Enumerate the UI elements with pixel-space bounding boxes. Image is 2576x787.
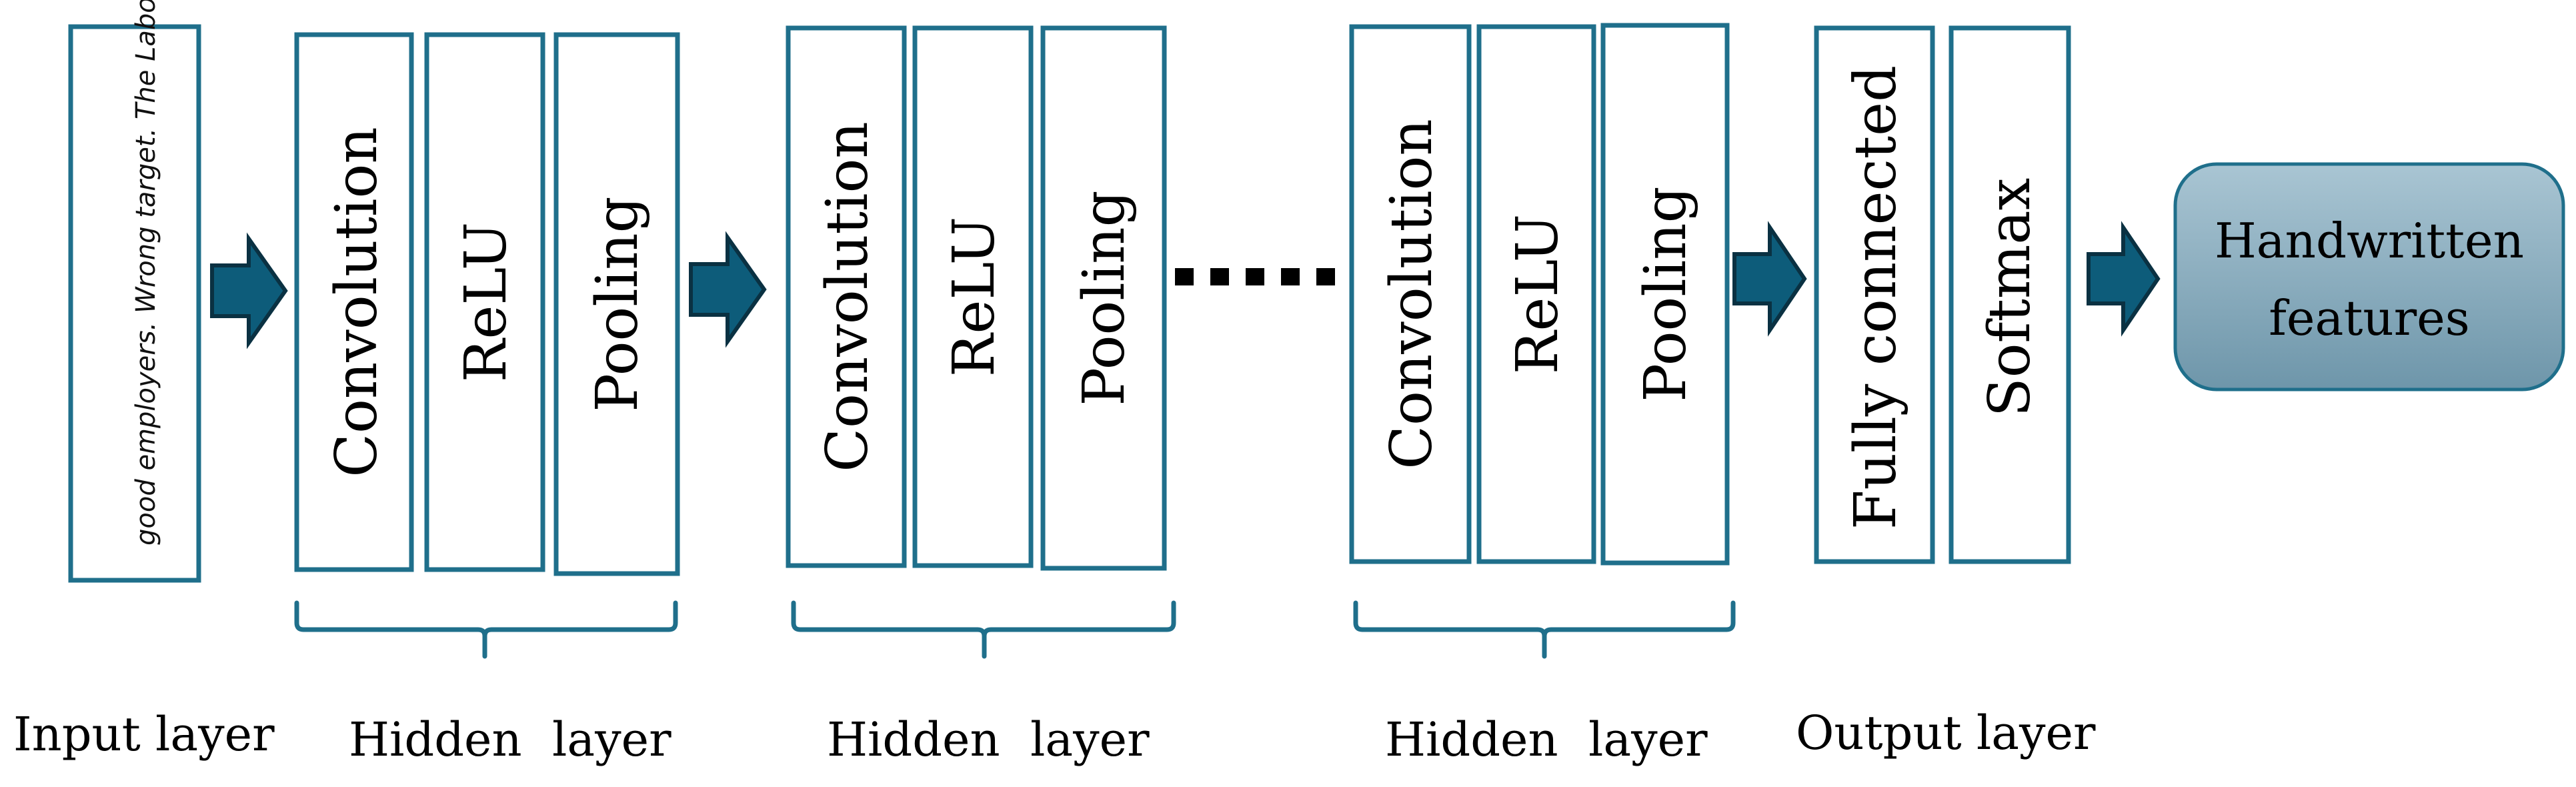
fully-connected-box	[1814, 25, 1935, 564]
convolution-box	[294, 32, 414, 572]
handwriting-sample: good employers. Wrong target. The Labou	[131, 0, 161, 546]
softmax-label: Softmax	[1977, 178, 2043, 417]
ellipsis-connector	[1175, 268, 1370, 285]
arrow-right-icon	[2087, 221, 2161, 337]
relu-box	[1476, 24, 1596, 564]
hidden-layer-brace	[294, 600, 678, 659]
hidden-layer-caption-word1: Hidden	[827, 712, 1000, 767]
hidden-layer-caption-word1: Hidden	[349, 712, 522, 767]
arrow-right-icon	[689, 231, 767, 348]
handwritten-features-output: Handwritten features	[2173, 162, 2565, 391]
softmax-box	[1949, 25, 2071, 564]
convolution-box	[786, 25, 907, 568]
relu-box	[912, 25, 1034, 568]
hidden-block-1: Convolution ReLU Pooling	[294, 32, 680, 576]
pooling-box	[1040, 25, 1167, 571]
connector-dot	[1246, 268, 1264, 285]
connector-dot	[1316, 268, 1335, 285]
hidden-layer-brace	[791, 600, 1176, 659]
connector-dot	[1281, 268, 1300, 285]
handwritten-features-box	[2173, 162, 2565, 391]
pooling-label: Pooling	[1071, 190, 1138, 406]
handwritten-features-line2: features	[2269, 290, 2469, 346]
relu-label: ReLU	[941, 217, 1008, 377]
pooling-box	[553, 32, 680, 576]
input-layer-caption: Input layer	[13, 707, 275, 762]
convolution-label: Convolution	[1378, 119, 1445, 469]
input-layer: good employers. Wrong target. The Labou	[68, 0, 201, 583]
hidden-block-3: Convolution ReLU Pooling	[1349, 23, 1730, 566]
input-image-box	[68, 24, 201, 583]
relu-box	[424, 32, 545, 572]
convolution-label: Convolution	[323, 127, 390, 477]
convolution-box	[1349, 24, 1472, 564]
pooling-box	[1600, 23, 1730, 566]
relu-label: ReLU	[1504, 214, 1571, 375]
output-layer-caption: Output layer	[1796, 706, 2096, 760]
handwritten-features-line1: Handwritten	[2215, 213, 2524, 269]
connector-dot	[1210, 268, 1229, 285]
hidden-layer-brace	[1353, 600, 1736, 659]
hidden-layer-caption-word2: layer	[1030, 712, 1150, 767]
relu-label: ReLU	[453, 222, 519, 383]
fully-connected-label: Fully connected	[1842, 65, 1909, 530]
output-layer: Fully connected Softmax	[1814, 25, 2071, 564]
arrow-right-icon	[210, 232, 288, 349]
pooling-label: Pooling	[1632, 186, 1699, 402]
hidden-layer-caption-word2: layer	[552, 712, 672, 767]
connector-dot	[1175, 268, 1194, 285]
arrow-right-icon	[1732, 221, 1807, 337]
pooling-label: Pooling	[584, 196, 651, 412]
hidden-block-2: Convolution ReLU Pooling	[786, 25, 1167, 571]
convolution-label: Convolution	[814, 121, 881, 472]
hidden-layer-caption-word2: layer	[1588, 712, 1708, 767]
hidden-layer-caption-word1: Hidden	[1385, 712, 1558, 767]
